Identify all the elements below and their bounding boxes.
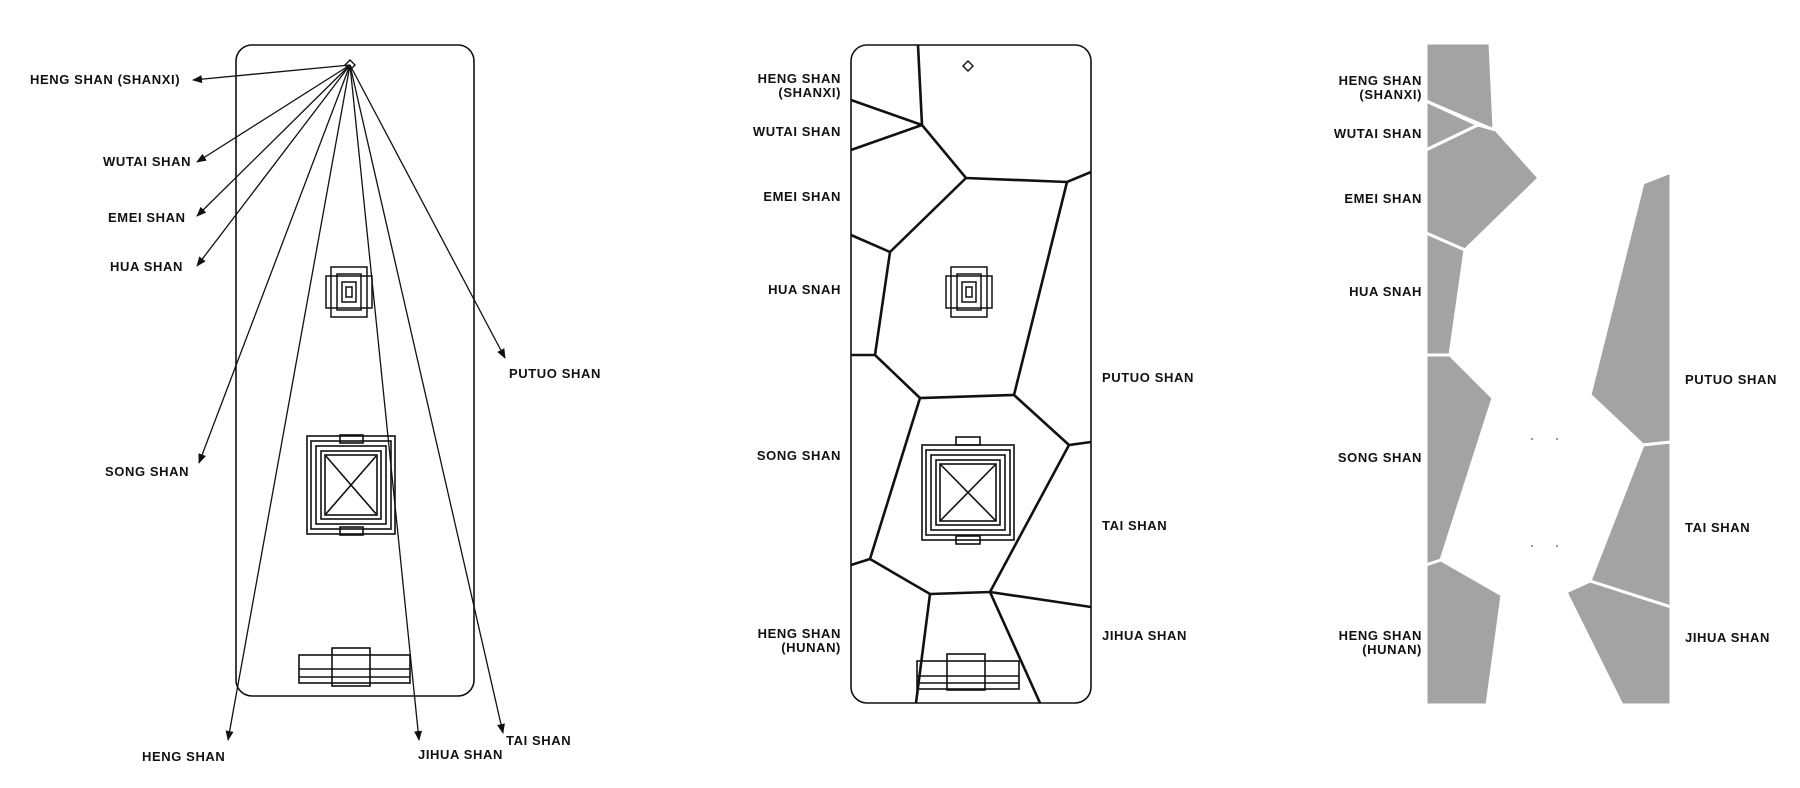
label-wutai-shan: WUTAI SHAN (103, 154, 191, 169)
main-hall-plan (921, 436, 1015, 545)
label-jihua-shan: JIHUA SHAN (418, 747, 503, 762)
label-wutai-shan: WUTAI SHAN (753, 124, 841, 139)
label-song-shan: SONG SHAN (1338, 450, 1422, 465)
territory-jihua-shan (1563, 579, 1673, 707)
label-tai-shan: TAI SHAN (1685, 520, 1750, 535)
small-pavilion-plan (945, 266, 993, 318)
label-emei-shan: EMEI SHAN (763, 189, 841, 204)
label-heng-shan-shanxi-line1: HENG SHAN (758, 71, 841, 86)
main-hall-plan (306, 434, 396, 536)
label-hua-shan: HUA SHAN (110, 259, 183, 274)
viewpoint-marker (962, 60, 974, 72)
label-jihua-shan: JIHUA SHAN (1102, 628, 1187, 643)
site-boundary (850, 44, 1092, 704)
sightline-song-shan (198, 64, 351, 464)
label-heng-shan-hunan-line2: (HUNAN) (1362, 642, 1422, 657)
sightline-tai-shan (349, 64, 505, 734)
label-heng-shan-hunan-line2: (HUNAN) (781, 640, 841, 655)
territory-putuo-shan (1588, 169, 1673, 447)
panel-sightlines: HENG SHAN (SHANXI) WUTAI SHAN EMEI SHAN … (30, 44, 601, 764)
territory-hua-snah (1424, 230, 1467, 357)
label-hua-snah: HUA SNAH (768, 282, 841, 297)
label-putuo-shan: PUTUO SHAN (1685, 372, 1777, 387)
sightline-arrows (192, 64, 506, 741)
sightline-heng-shan-shanxi (192, 64, 351, 84)
gate-plan (298, 647, 411, 687)
panel-territories: HENG SHAN (SHANXI) WUTAI SHAN EMEI SHAN … (753, 44, 1194, 704)
label-hua-snah: HUA SNAH (1349, 284, 1422, 299)
label-wutai-shan: WUTAI SHAN (1334, 126, 1422, 141)
panel3-labels: HENG SHAN (SHANXI) WUTAI SHAN EMEI SHAN … (1334, 73, 1777, 657)
territory-emei-shan (1424, 123, 1542, 252)
label-emei-shan: EMEI SHAN (1344, 191, 1422, 206)
label-heng-shan: HENG SHAN (142, 749, 225, 764)
territory-tai-shan (1588, 440, 1673, 610)
territory-heng-shan-hunan (1424, 558, 1504, 707)
label-heng-shan-hunan-line1: HENG SHAN (1339, 628, 1422, 643)
label-heng-shan-hunan-line1: HENG SHAN (758, 626, 841, 641)
label-heng-shan-shanxi: HENG SHAN (SHANXI) (30, 72, 180, 87)
panel1-labels: HENG SHAN (SHANXI) WUTAI SHAN EMEI SHAN … (30, 72, 601, 764)
small-pavilion-plan (325, 266, 373, 318)
sightline-hua-shan (196, 64, 351, 267)
territory-shapes (1424, 41, 1673, 707)
label-heng-shan-shanxi-line2: (SHANXI) (1359, 87, 1422, 102)
territory-song-shan (1424, 353, 1495, 568)
sightline-emei-shan (196, 64, 351, 217)
label-heng-shan-shanxi-line1: HENG SHAN (1339, 73, 1422, 88)
sightline-heng-shan (225, 64, 351, 741)
faint-dots (1531, 438, 1558, 547)
sightline-putuo-shan (349, 64, 506, 359)
label-jihua-shan: JIHUA SHAN (1685, 630, 1770, 645)
gate-plan (916, 653, 1020, 691)
site-boundary (235, 44, 475, 697)
label-tai-shan: TAI SHAN (1102, 518, 1167, 533)
label-putuo-shan: PUTUO SHAN (509, 366, 601, 381)
territory-boundaries (850, 44, 1092, 704)
sightline-jihua-shan (349, 64, 423, 741)
label-heng-shan-shanxi-line2: (SHANXI) (778, 85, 841, 100)
label-putuo-shan: PUTUO SHAN (1102, 370, 1194, 385)
panel2-labels: HENG SHAN (SHANXI) WUTAI SHAN EMEI SHAN … (753, 71, 1194, 655)
sightline-wutai-shan (196, 64, 351, 163)
panel-territory-masses: HENG SHAN (SHANXI) WUTAI SHAN EMEI SHAN … (1334, 41, 1777, 707)
label-emei-shan: EMEI SHAN (108, 210, 186, 225)
label-song-shan: SONG SHAN (757, 448, 841, 463)
label-tai-shan: TAI SHAN (506, 733, 571, 748)
label-song-shan: SONG SHAN (105, 464, 189, 479)
